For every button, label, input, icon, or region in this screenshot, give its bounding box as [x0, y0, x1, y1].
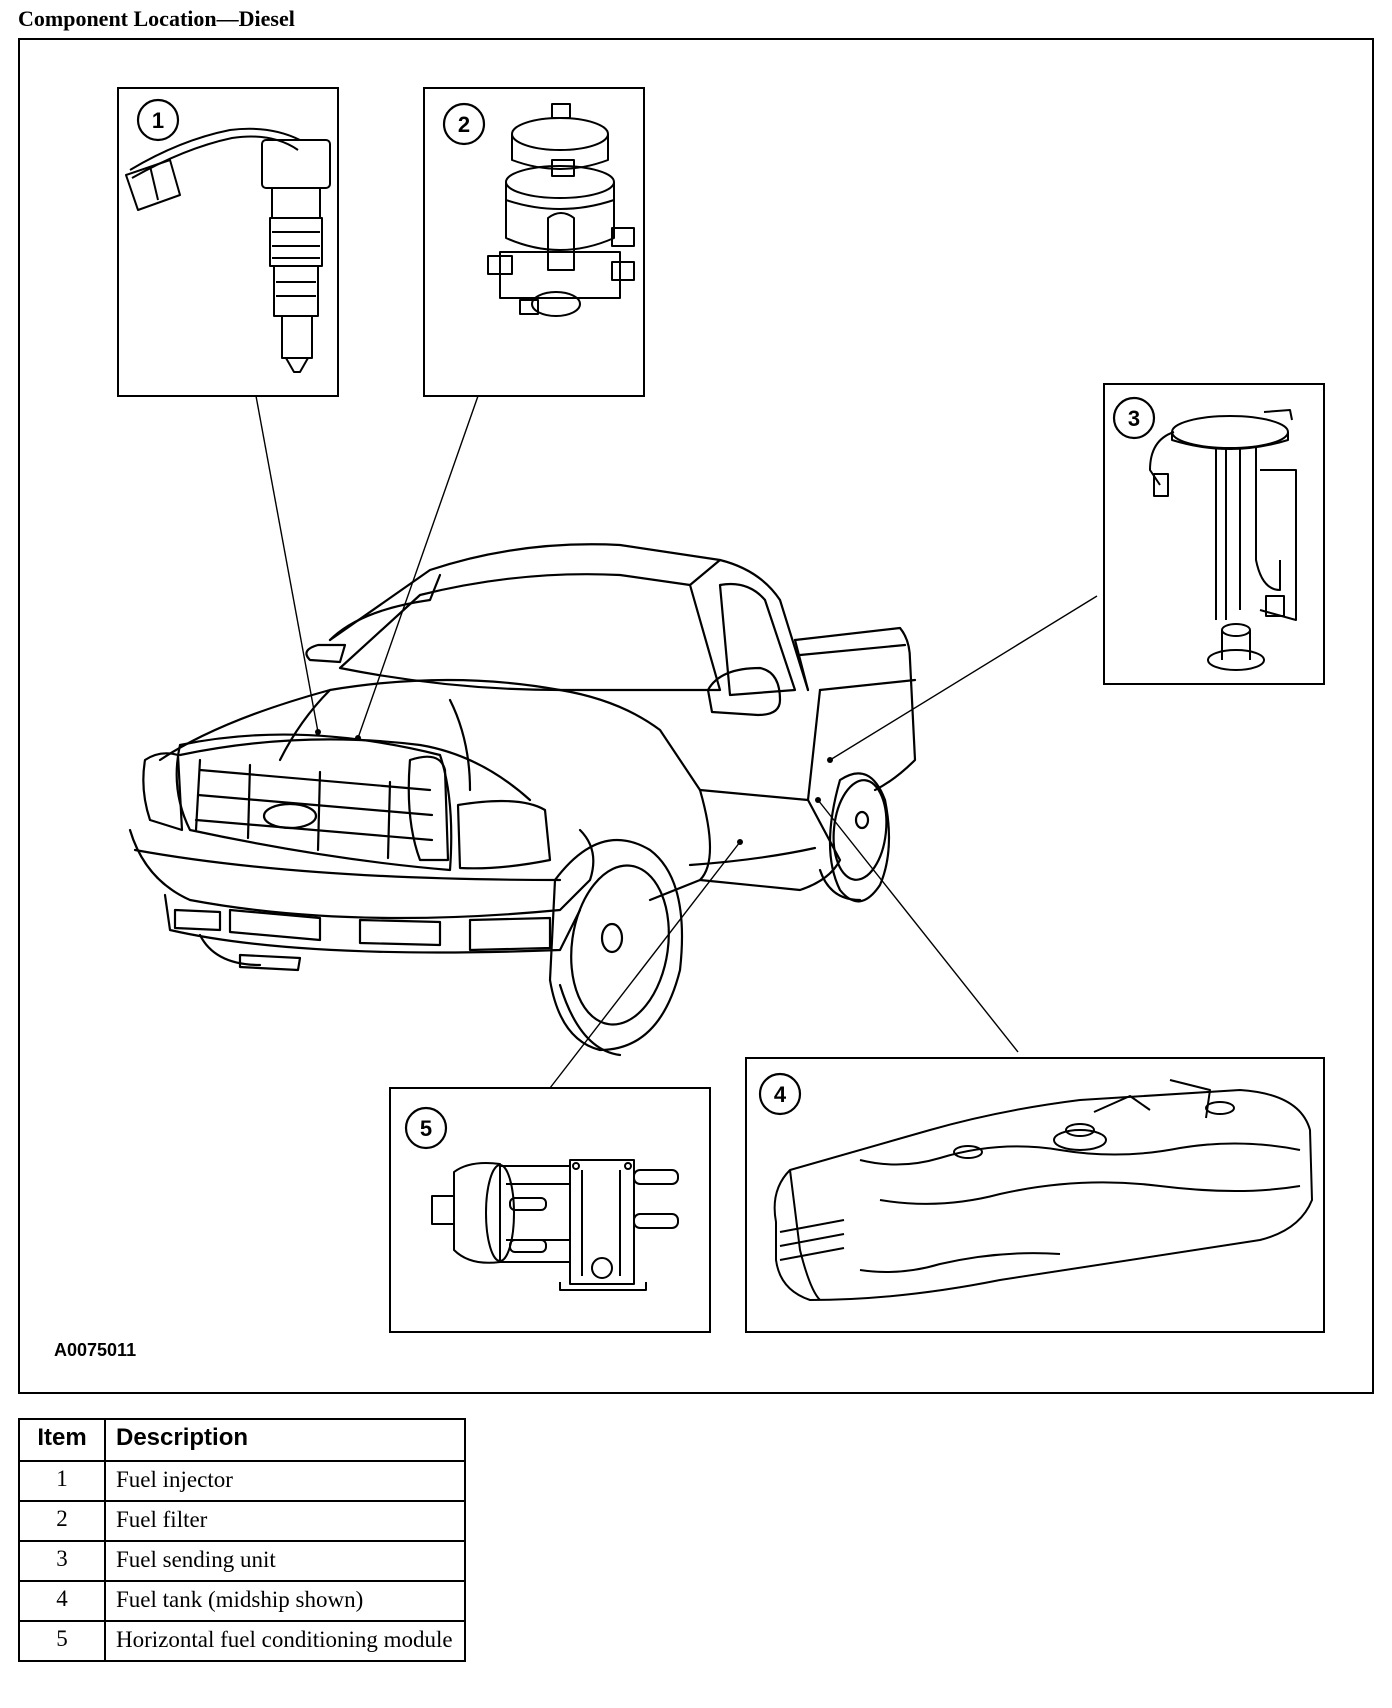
legend-header-description: Description — [104, 1418, 466, 1462]
truck-illustration — [128, 543, 917, 1057]
table-row: 1 Fuel injector — [18, 1460, 466, 1502]
figure-frame — [18, 38, 1374, 1394]
svg-text:2: 2 — [458, 112, 470, 137]
callout-2: 2 — [442, 102, 486, 146]
legend-item-number: 2 — [18, 1500, 106, 1542]
inset-3-fuel-sending-unit — [1103, 383, 1325, 685]
inset-2-fuel-filter — [423, 87, 645, 397]
svg-text:5: 5 — [420, 1116, 432, 1141]
callout-3: 3 — [1112, 396, 1156, 440]
inset-4-fuel-tank — [745, 1057, 1325, 1333]
legend-item-number: 3 — [18, 1540, 106, 1582]
legend-item-number: 5 — [18, 1620, 106, 1662]
table-row: 5 Horizontal fuel conditioning module — [18, 1620, 466, 1662]
legend-table: Item Description 1 Fuel injector 2 Fuel … — [18, 1418, 466, 1662]
leader-dots — [315, 729, 833, 845]
grille-emblem — [262, 802, 318, 830]
svg-text:4: 4 — [774, 1082, 787, 1107]
legend-header-item: Item — [18, 1418, 106, 1462]
table-row: 2 Fuel filter — [18, 1500, 466, 1542]
figure-id: A0075011 — [54, 1340, 137, 1360]
table-row: 4 Fuel tank (midship shown) — [18, 1580, 466, 1622]
legend-item-description: Fuel injector — [104, 1460, 466, 1502]
legend-item-description: Fuel tank (midship shown) — [104, 1580, 466, 1622]
leader-lines — [255, 395, 1098, 1089]
svg-text:1: 1 — [152, 108, 164, 133]
legend-item-number: 1 — [18, 1460, 106, 1502]
legend-item-number: 4 — [18, 1580, 106, 1622]
callout-5: 5 — [404, 1106, 448, 1150]
svg-text:3: 3 — [1128, 406, 1140, 431]
legend-item-description: Horizontal fuel conditioning module — [104, 1620, 466, 1662]
legend-item-description: Fuel sending unit — [104, 1540, 466, 1582]
component-location-diagram: 1 2 3 4 5 — [18, 38, 1374, 1394]
callout-1: 1 — [136, 98, 180, 142]
fuel-tank-sender-cap — [1053, 1129, 1107, 1151]
front-wheel-hub — [570, 864, 670, 1026]
page-title: Component Location—Diesel — [18, 6, 295, 31]
table-row: 3 Fuel sending unit — [18, 1540, 466, 1582]
callout-4: 4 — [758, 1072, 802, 1116]
legend-header-row: Item Description — [18, 1418, 466, 1462]
legend-item-description: Fuel filter — [104, 1500, 466, 1542]
